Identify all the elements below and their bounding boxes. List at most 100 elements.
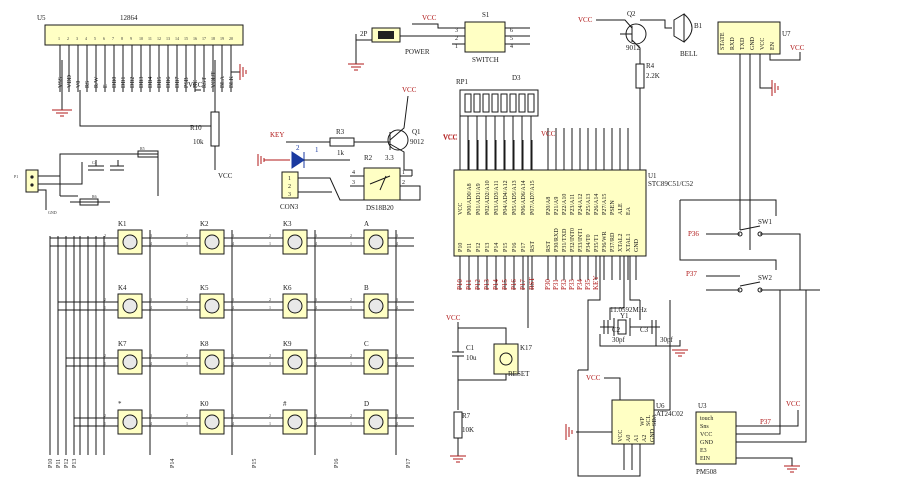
keypad-pin-num: 3	[150, 297, 152, 302]
mcu-pin-label: GND	[634, 238, 640, 252]
keypad-pin-num: 3	[315, 233, 317, 238]
bell-ref: B1	[694, 22, 703, 30]
keypad-key-label: K9	[283, 340, 292, 348]
contrast-pot[interactable]: R10 10k VCC	[190, 60, 233, 180]
mcu-net-label: P35	[584, 279, 592, 290]
svg-text:4: 4	[510, 44, 513, 50]
mcu-pin-label: P23/A11	[570, 194, 576, 215]
pot-vcc: VCC	[218, 172, 233, 180]
mcu-pin-label: P16	[512, 243, 518, 252]
jack-ref: 2P	[360, 30, 368, 38]
mcu-pin-label: XTAL2	[618, 233, 624, 252]
svg-text:R6: R6	[92, 194, 97, 199]
y1-ref: Y1	[620, 312, 629, 320]
left-sensor[interactable]: P1 C4 R5 GND R6	[14, 146, 159, 215]
keypad-pin-num: 4	[396, 361, 398, 366]
keypad-pin-num: 4	[150, 305, 152, 310]
lcd-pin-num: 3	[76, 36, 78, 41]
keypad-pin-num: 4	[315, 421, 317, 426]
mcu-net-label: P11	[465, 279, 473, 290]
lcd-pin-num: 9	[130, 36, 132, 41]
keypad-pin-num: 4	[232, 361, 234, 366]
svg-text:3: 3	[288, 192, 291, 198]
keypad-pin-num: 2	[350, 413, 352, 418]
led-segment	[482, 93, 490, 113]
lcd-pin-label: DB1	[121, 77, 127, 88]
switches-section[interactable]: SW1 SW2 P36 P37	[679, 199, 820, 293]
keypad-key-label: C	[364, 340, 369, 348]
left-gnd: GND	[48, 210, 57, 215]
mcu-net-label: P34	[576, 279, 584, 290]
crystal-section[interactable]: 11.0592MHz Y1 C2 30pf C3 30pf	[599, 256, 688, 357]
lcd-module[interactable]: U5 12864 VSS1VDD2V03RS4R/W5E6DB07DB18DB2…	[37, 14, 247, 127]
keypad-port-label: P14	[170, 459, 176, 468]
svg-text:3: 3	[352, 180, 355, 186]
lcd-pin-label: V0	[76, 81, 82, 88]
mcu-pin-label: P20/A8	[546, 197, 552, 215]
keypad-key-cap	[122, 234, 138, 250]
lcd-pin-label: R/W	[94, 76, 100, 88]
lcd-pin-label: NC	[193, 80, 199, 88]
lcd-pin-label: PSB	[184, 77, 190, 88]
lcd-pin-num: 7	[112, 36, 114, 41]
keypad-pin-num: 3	[232, 353, 234, 358]
led-segment	[527, 93, 535, 113]
r3-ref: R3	[336, 128, 345, 136]
touch-p37: P37	[760, 418, 771, 426]
keypad-pin-num: 1	[269, 305, 271, 310]
q2-ref: Q2	[627, 10, 636, 18]
ds18-label: DS18B20	[366, 204, 394, 212]
keypad-pin-num: 3	[396, 353, 398, 358]
power-section[interactable]: 2P POWER VCC S1 SWITCH 3 2 1 6 5 4	[348, 11, 530, 71]
eeprom-vcc: VCC	[586, 374, 601, 382]
keypad-pin-num: 3	[315, 413, 317, 418]
eeprom-pin-label: GND	[650, 428, 656, 442]
keypad-port-label: P11	[56, 459, 62, 468]
keypad-pin-num: 1	[269, 421, 271, 426]
reset-section[interactable]: VCC C1 10u K17 RESET R7 10K	[446, 256, 533, 463]
mcu-net-label: P17	[519, 279, 527, 290]
keypad-pin-num: 3	[396, 297, 398, 302]
svg-text:2: 2	[296, 144, 300, 152]
mcu-net-label: P10	[456, 279, 464, 290]
lcd-pin-label: BLK	[229, 75, 235, 88]
mcu-net-label: P33	[568, 279, 576, 290]
lcd-pin-label: DB2	[130, 77, 136, 88]
mcu-pin-label: P33/INT1	[578, 228, 584, 252]
mcu-pin-label: P15	[503, 243, 509, 252]
jack-name: POWER	[405, 48, 430, 56]
r7-val: 10K	[462, 426, 474, 434]
q2-part: 9012	[626, 44, 641, 52]
buzzer-section[interactable]: VCC Q2 9012 B1 BELL R4 2.2K	[578, 10, 703, 170]
mcu-pin-label: P25/A13	[586, 194, 592, 215]
keypad-pin-num: 2	[269, 297, 271, 302]
lcd-pin-num: 1	[58, 36, 60, 41]
svg-text:1: 1	[288, 176, 291, 182]
mcu-pin-label: P24/A12	[578, 194, 584, 215]
keypad-port-label: P12	[64, 459, 70, 468]
power-vcc: VCC	[422, 14, 437, 22]
mcu-pin-label: P04/AD4/A12	[503, 180, 509, 215]
c2-val: 30pf	[612, 336, 626, 344]
keypad-pin-num: 2	[104, 353, 106, 358]
keypad-pin-num: 1	[104, 421, 106, 426]
led-bar[interactable]: RP1 D3 VCC	[443, 74, 539, 170]
mcu-ref: U1	[648, 172, 657, 180]
lcd-pin-num: 17	[202, 36, 206, 41]
keypad-pin-num: 4	[232, 305, 234, 310]
keypad-port-label: P17	[406, 459, 412, 468]
eeprom-pin-label: A1	[634, 435, 640, 442]
lcd-pin-label: DB7	[175, 77, 181, 88]
keypad-pin-num: 4	[315, 361, 317, 366]
mcu-pin-label: VCC	[458, 203, 464, 215]
svg-text:3: 3	[455, 28, 458, 34]
lcd-pin-label: VDD	[67, 74, 73, 88]
r2-ref: R2	[364, 154, 373, 162]
led-driver-section[interactable]: KEY R3 1k VCC Q1 9012 1 2 R2 3.3 4 3 1 2…	[257, 86, 425, 212]
